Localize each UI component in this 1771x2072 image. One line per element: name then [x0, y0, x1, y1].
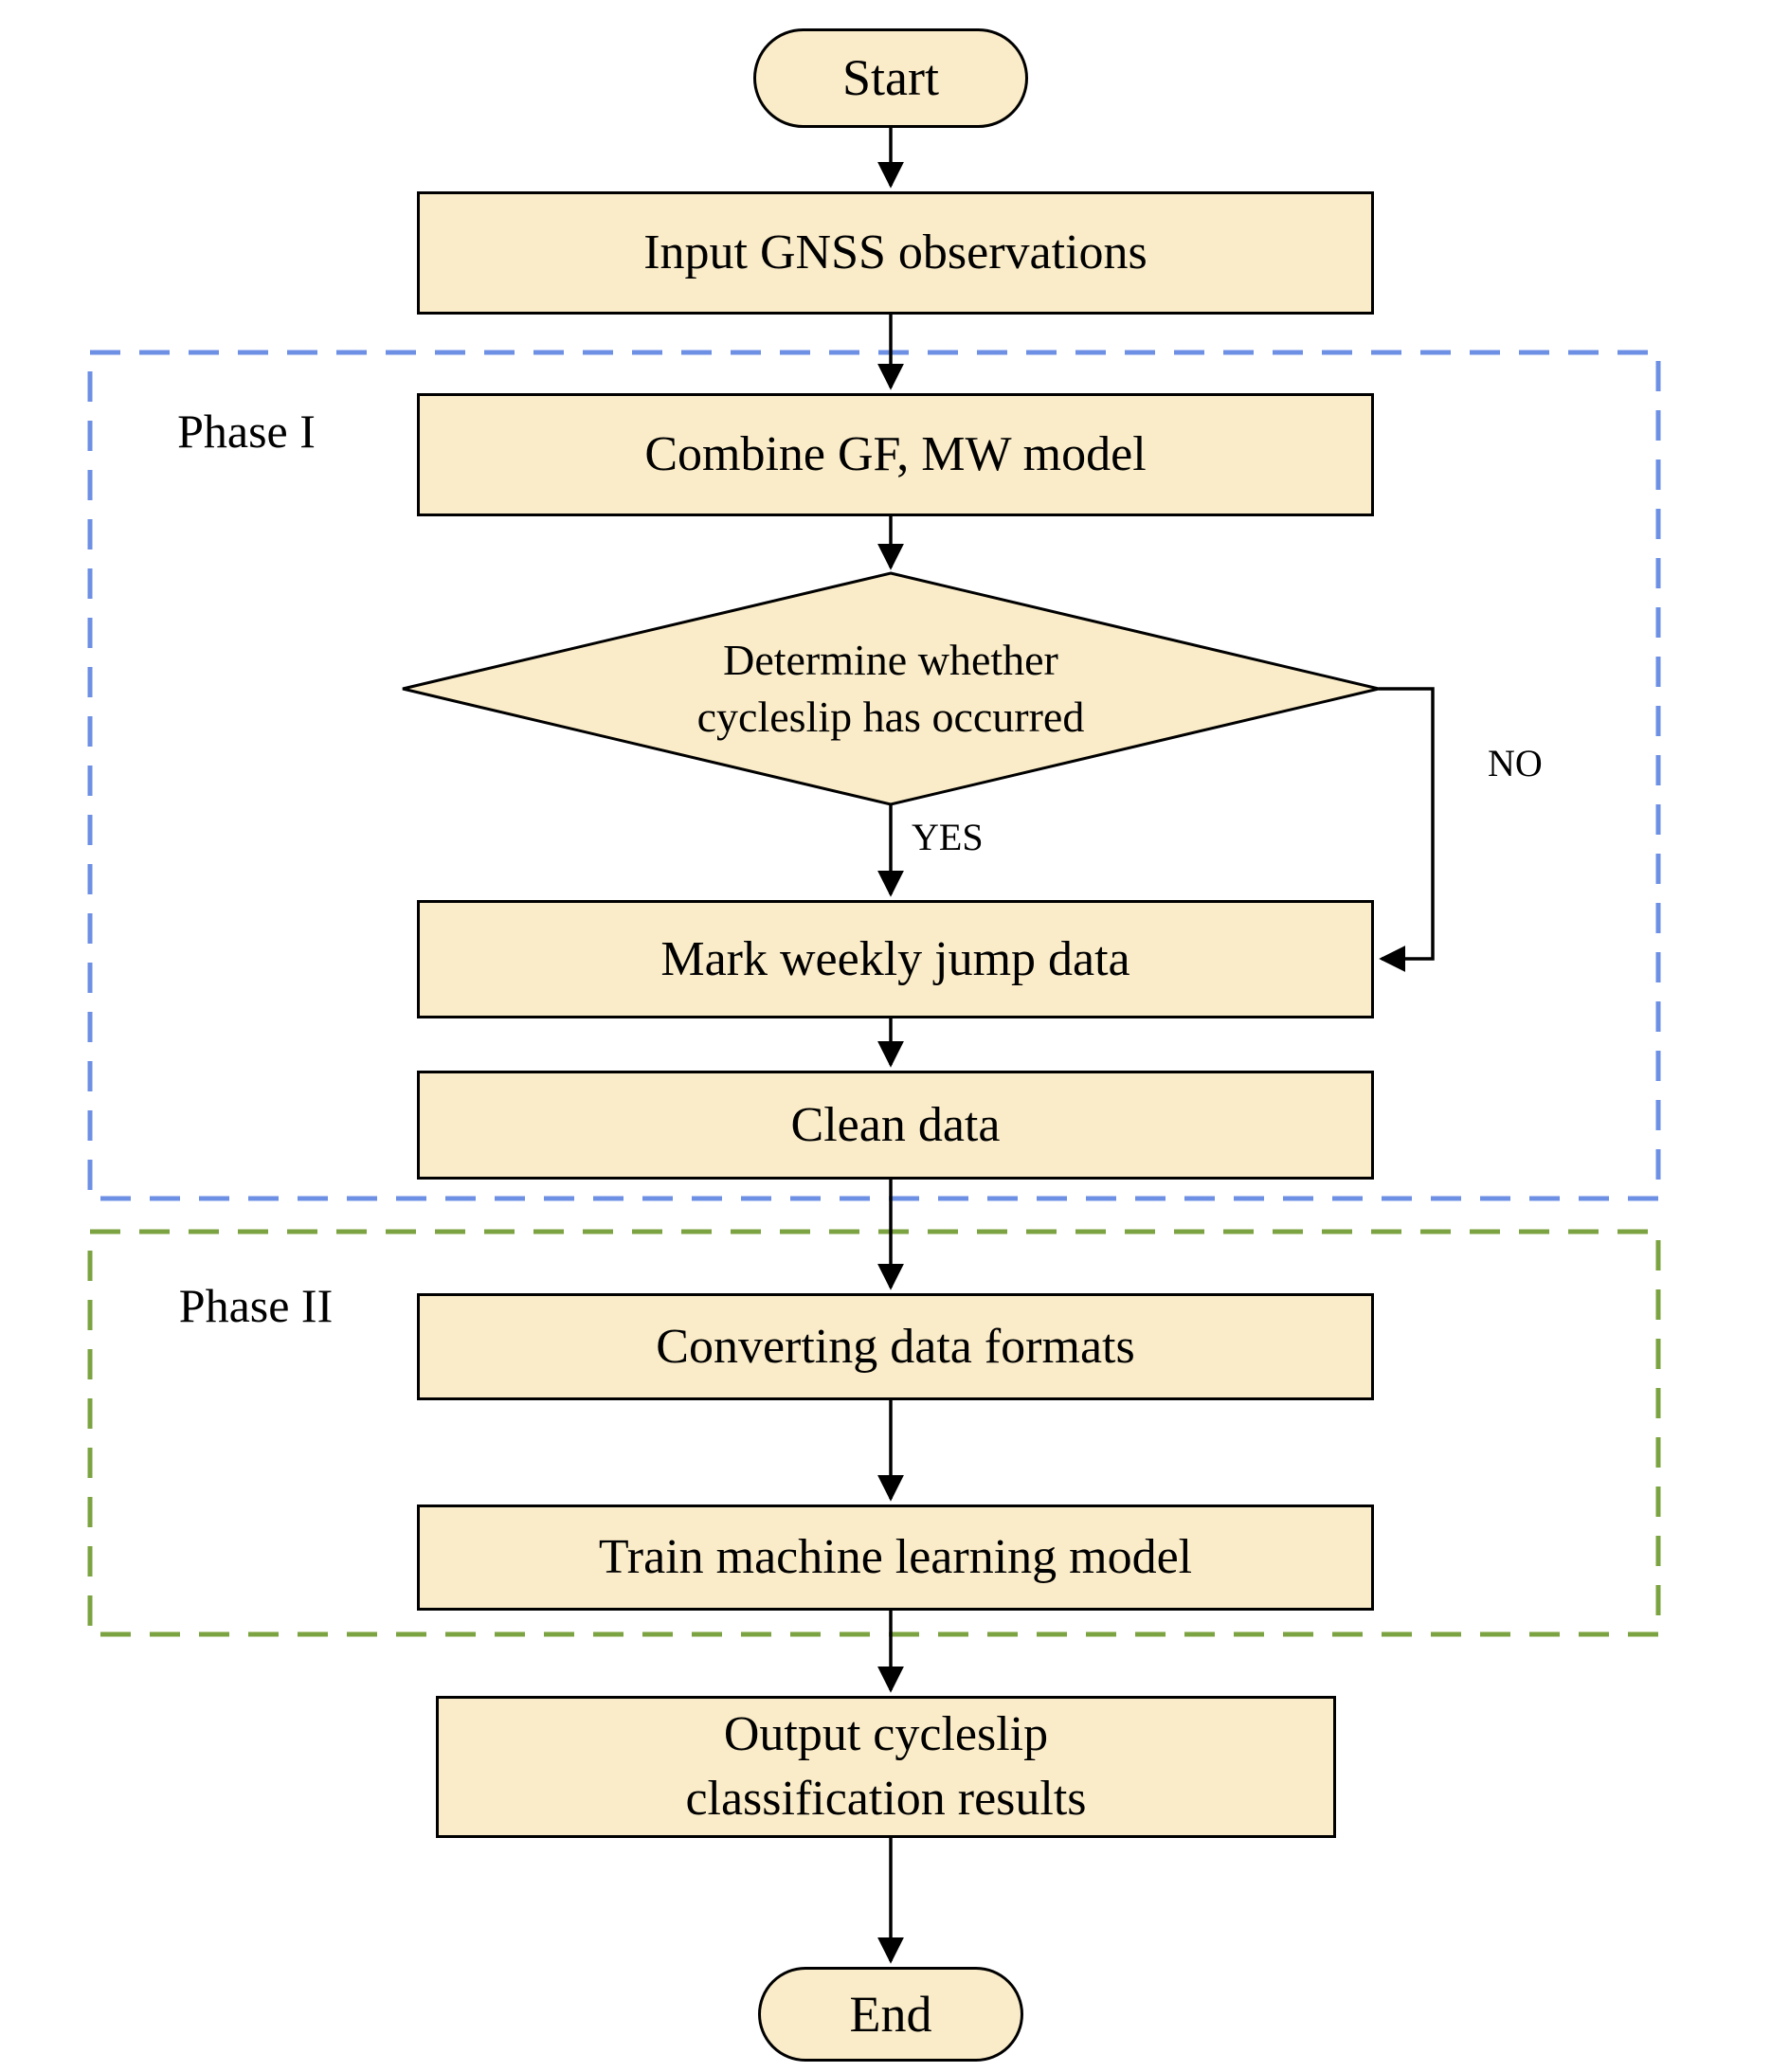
- input-gnss-node: Input GNSS observations: [417, 191, 1374, 315]
- phase1-dashed-box: [87, 350, 1661, 1201]
- mark-jump-data-node: Mark weekly jump data: [417, 900, 1374, 1018]
- clean-data-node: Clean data: [417, 1071, 1374, 1180]
- yes-edge-label: YES: [912, 815, 984, 858]
- start-node: Start: [753, 28, 1028, 128]
- combine-model-node: Combine GF, MW model: [417, 393, 1374, 516]
- end-node: End: [758, 1967, 1023, 2062]
- output-results-node: Output cycleslip classification results: [436, 1696, 1336, 1838]
- arrow-decision-no-to-mark: [1379, 687, 1435, 972]
- phase1-label: Phase I: [177, 405, 316, 458]
- train-model-node: Train machine learning model: [417, 1504, 1374, 1611]
- no-edge-label: NO: [1488, 741, 1543, 784]
- decision-label: Determine whether cycleslip has occurred: [696, 636, 1085, 741]
- convert-formats-node: Converting data formats: [417, 1293, 1374, 1400]
- phase2-label: Phase II: [178, 1279, 334, 1332]
